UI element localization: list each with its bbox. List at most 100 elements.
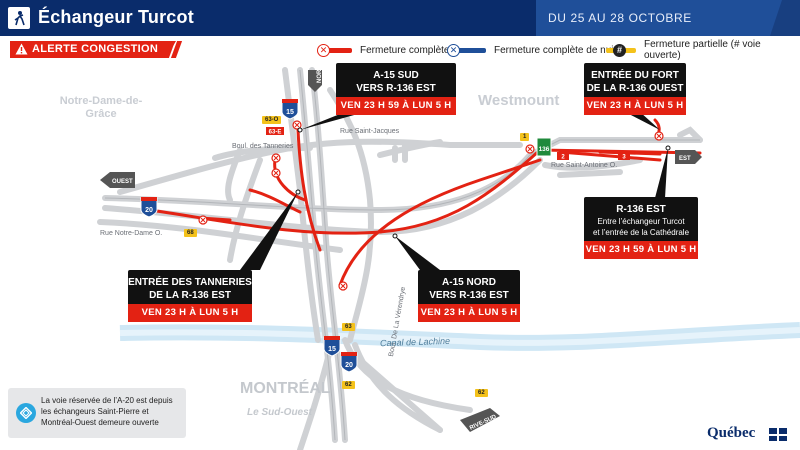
nord-label: NORD bbox=[317, 65, 323, 83]
partial-closure-icon: # bbox=[613, 43, 626, 57]
callout-fort-time: VEN 23 H À LUN 5 H bbox=[584, 97, 686, 115]
rive-sud-arrow-icon bbox=[460, 408, 500, 432]
closed-tanneries bbox=[273, 158, 307, 202]
legend-partial-closure: # Fermeture partielle (# voie ouverte) bbox=[606, 39, 800, 61]
closure-x-icon bbox=[525, 144, 535, 154]
closure-markers bbox=[198, 120, 664, 291]
legend-full-closure: ✕ Fermeture complète bbox=[317, 43, 450, 57]
callout-r136-est-time: VEN 23 H 59 À LUN 5 H bbox=[584, 241, 698, 259]
callout-a15-sud: A-15 SUD VERS R-136 EST VEN 23 H 59 À LU… bbox=[336, 63, 456, 115]
callout-a15-nord: A-15 NORD VERS R-136 EST VEN 23 H À LUN … bbox=[418, 270, 520, 322]
legend-night-closure: ✕ Fermeture complète de nuit bbox=[447, 43, 617, 57]
closed-a15-sud bbox=[296, 128, 322, 252]
legend-night-closure-label: Fermeture complète de nuit bbox=[494, 44, 617, 56]
callout-tanneries-title2: DE LA R-136 EST bbox=[149, 290, 231, 301]
callout-fort: ENTRÉE DU FORT DE LA R-136 OUEST VEN 23 … bbox=[584, 63, 686, 115]
exit-tag-68: 68 bbox=[184, 229, 197, 237]
street-saint-jacques: Rue Saint-Jacques bbox=[340, 128, 400, 135]
svg-text:136: 136 bbox=[539, 146, 550, 153]
svg-text:15: 15 bbox=[328, 346, 336, 353]
reserved-lane-notice: La voie réservée de l’A-20 est depuis le… bbox=[8, 388, 186, 438]
callout-a15-sud-title1: A-15 SUD bbox=[373, 70, 419, 81]
svg-text:20: 20 bbox=[145, 207, 153, 214]
quebec-logo: Québec bbox=[707, 425, 756, 441]
callout-a15-nord-time: VEN 23 H À LUN 5 H bbox=[418, 304, 520, 322]
closure-x-icon bbox=[338, 281, 348, 291]
canal-inner bbox=[119, 327, 800, 346]
place-montreal: MONTRÉAL bbox=[240, 380, 331, 397]
callout-a15-sud-time: VEN 23 H 59 À LUN 5 H bbox=[336, 97, 456, 115]
callout-r136-est: R-136 EST Entre l’échangeur Turcot et l’… bbox=[584, 197, 698, 259]
svg-text:20: 20 bbox=[345, 362, 353, 369]
shield-a20-left: 20 bbox=[140, 197, 158, 218]
shield-a15-top: 15 bbox=[281, 99, 299, 120]
shield-a15-bottom: 15 bbox=[323, 336, 341, 357]
exit-tag-2: 2 bbox=[557, 152, 569, 161]
svg-text:63-E: 63-E bbox=[269, 130, 282, 136]
warning-icon bbox=[15, 43, 28, 55]
ouest-label: OUEST bbox=[112, 179, 133, 185]
exit-tag-62b: 62 bbox=[475, 389, 488, 397]
closure-x-icon bbox=[271, 168, 281, 178]
map-area: NORD OUEST EST RIVE-SUD 15 20 15 20 bbox=[0, 60, 800, 450]
exit-tag-63: 63 bbox=[342, 323, 355, 331]
exit-tag-3: 3 bbox=[618, 152, 630, 161]
callout-tanneries-time: VEN 23 H À LUN 5 H bbox=[128, 304, 252, 322]
worker-icon bbox=[8, 7, 30, 29]
closure-x-icon bbox=[654, 131, 664, 141]
pointer-dots bbox=[295, 127, 671, 239]
callout-fort-title2: DE LA R-136 OUEST bbox=[586, 83, 684, 94]
reserved-lane-diamond-icon bbox=[16, 403, 36, 423]
closed-a15-nord bbox=[338, 158, 542, 287]
closed-routes bbox=[148, 118, 702, 287]
legend-partial-closure-label: Fermeture partielle (# voie ouverte) bbox=[643, 39, 761, 61]
closed-r136-ramps bbox=[558, 150, 662, 162]
reserved-lane-text: La voie réservée de l’A-20 est depuis le… bbox=[41, 396, 173, 427]
svg-text:15: 15 bbox=[286, 109, 294, 116]
night-closure-x-icon: ✕ bbox=[447, 43, 460, 57]
closure-x-icon bbox=[198, 215, 208, 225]
svg-text:2: 2 bbox=[561, 155, 565, 161]
closure-x-icon: ✕ bbox=[317, 43, 330, 57]
nord-arrow-icon bbox=[308, 70, 322, 92]
alert-label: ALERTE CONGESTION bbox=[32, 43, 159, 55]
callout-pointers bbox=[240, 112, 668, 270]
quebec-flag-icon bbox=[769, 428, 787, 441]
callout-a15-nord-title1: A-15 NORD bbox=[442, 277, 496, 288]
callout-tanneries-title1: ENTRÉE DES TANNERIES bbox=[128, 277, 252, 288]
date-banner: DU 25 AU 28 OCTOBRE bbox=[536, 0, 800, 36]
callout-r136-est-sub2: et l’entrée de la Cathédrale bbox=[592, 228, 690, 237]
header-bar: Échangeur Turcot DU 25 AU 28 OCTOBRE bbox=[0, 0, 800, 36]
est-arrow-icon bbox=[675, 150, 702, 164]
callout-a15-nord-title2: VERS R-136 EST bbox=[429, 290, 509, 301]
callout-fort-title1: ENTRÉE DU FORT bbox=[591, 70, 679, 81]
closed-inner-ramp bbox=[248, 188, 302, 214]
direction-arrows bbox=[100, 70, 702, 432]
callout-r136-est-sub1: Entre l’échangeur Turcot bbox=[597, 217, 685, 226]
callout-a15-sud-title2: VERS R-136 EST bbox=[356, 83, 436, 94]
callout-r136-est-title: R-136 EST bbox=[616, 204, 666, 215]
exit-tag-62a: 62 bbox=[342, 381, 355, 389]
closure-x-icon bbox=[271, 153, 281, 163]
legend-full-closure-label: Fermeture complète bbox=[360, 44, 450, 56]
street-notre-dame: Rue Notre-Dame O. bbox=[100, 230, 163, 237]
shield-a20-bottom: 20 bbox=[340, 352, 358, 373]
date-range: DU 25 AU 28 OCTOBRE bbox=[548, 11, 692, 25]
street-tanneries: Boul. des Tanneries bbox=[232, 143, 294, 150]
place-westmount: Westmount bbox=[478, 92, 560, 109]
exit-tag-63o: 63-O bbox=[262, 116, 282, 124]
shield-r136: 136 bbox=[536, 137, 552, 157]
callout-tanneries: ENTRÉE DES TANNERIES DE LA R-136 EST VEN… bbox=[128, 270, 252, 322]
street-saint-antoine: Rue Saint-Antoine O. bbox=[551, 162, 618, 169]
congestion-alert: ALERTE CONGESTION bbox=[10, 41, 176, 58]
place-ndg: Notre-Dame-de-Grâce bbox=[59, 95, 143, 120]
est-label: EST bbox=[679, 156, 691, 162]
page-title: Échangeur Turcot bbox=[38, 7, 194, 27]
grey-roads bbox=[97, 67, 703, 450]
road-network: NORD OUEST EST RIVE-SUD 15 20 15 20 bbox=[97, 65, 800, 450]
ouest-arrow-icon bbox=[100, 172, 135, 188]
exit-tag-1: 1 bbox=[520, 133, 530, 141]
svg-text:3: 3 bbox=[622, 155, 626, 161]
exit-tag-63e: 63-E bbox=[266, 127, 284, 136]
place-sud-ouest: Le Sud-Ouest bbox=[247, 407, 313, 418]
